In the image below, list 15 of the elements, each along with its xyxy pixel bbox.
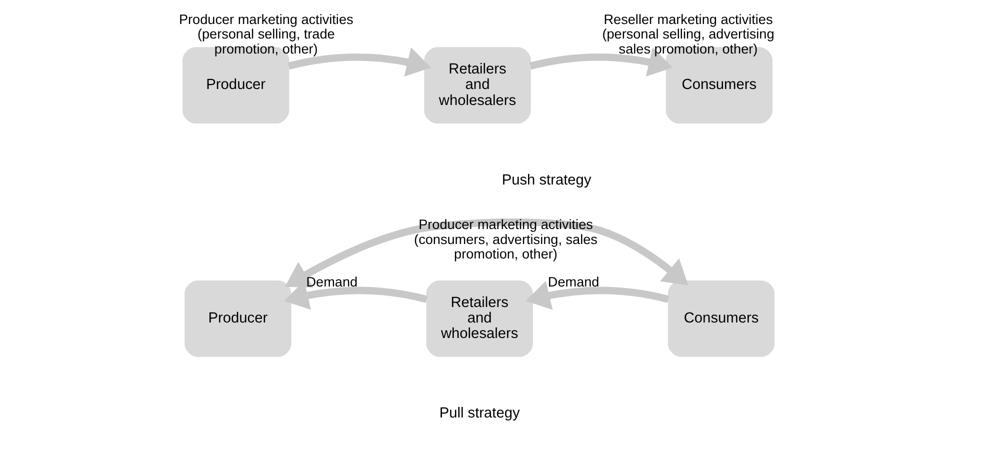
arrow bbox=[530, 47, 673, 76]
label: Push strategy bbox=[502, 172, 592, 188]
edge-label: Reseller marketing activities (personal selling, advertising sales promotion, other) bbox=[602, 12, 774, 56]
arrow bbox=[288, 47, 432, 76]
edge-label: Demand bbox=[306, 274, 358, 290]
node-box: Retailers and wholesalers bbox=[426, 280, 533, 356]
node-box: Producer bbox=[184, 280, 292, 356]
edge-label: Demand bbox=[548, 274, 600, 290]
node-box: Consumers bbox=[668, 280, 775, 356]
edge-label: Producer marketing activities (consumers, advertising, sales promotion, other) bbox=[414, 216, 598, 261]
edge-label: Producer marketing activities (personal selling, trade promotion, other) bbox=[178, 12, 354, 56]
node-box: Retailers and wholesalers bbox=[424, 46, 531, 124]
arrow bbox=[284, 218, 688, 287]
label: Pull strategy bbox=[439, 405, 520, 422]
arrow bbox=[526, 280, 670, 310]
